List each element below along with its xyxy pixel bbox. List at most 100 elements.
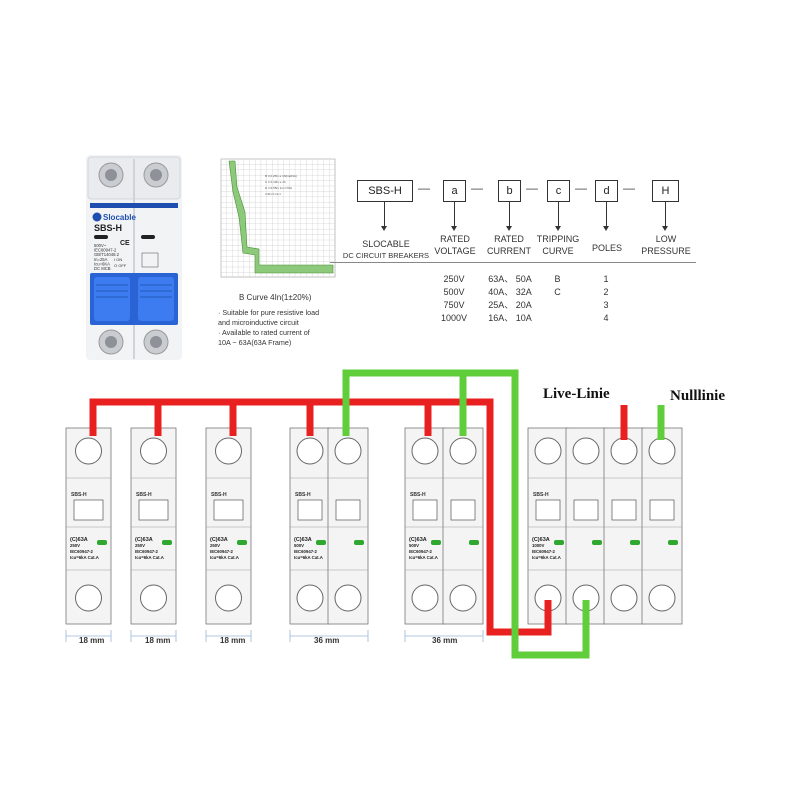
module-spec-line: 250V: [135, 543, 145, 548]
spec-line: GB/T14048.2: [94, 252, 120, 257]
header-curve: TRIPPING CURVE: [532, 233, 584, 257]
terminal-screw-icon: [449, 437, 477, 465]
code-box-d: d: [595, 180, 618, 202]
terminal-screw-icon: [648, 437, 676, 465]
voltage-value: 1000V: [440, 313, 468, 323]
breaker-module: [442, 427, 484, 625]
code-box-h: H: [652, 180, 679, 202]
arrow-down-icon: [662, 202, 668, 231]
module-spec-line: IEC60947-2: [532, 549, 556, 554]
header-line1: LOW: [655, 234, 677, 244]
toggle-handle: [335, 499, 361, 521]
code-box-b: b: [498, 180, 521, 202]
header-line2: PRESSURE: [641, 246, 691, 256]
terminal-screw-icon: [140, 437, 167, 465]
terminal-screw-icon: [572, 437, 600, 465]
arrow-down-icon: [451, 202, 457, 231]
header-underline: [330, 262, 696, 263]
module-model-label: SBS-H: [136, 492, 152, 498]
terminal-screw-icon: [411, 437, 439, 465]
terminal-screw-icon: [334, 584, 362, 612]
wires: [89, 369, 665, 659]
module-model-label: SBS-H: [533, 492, 549, 498]
status-indicator: [469, 540, 479, 545]
live-line-label: Live-Linie: [543, 386, 610, 402]
spec-line: DC MCB: [94, 266, 111, 271]
module-model-label: SBS-H: [295, 492, 311, 498]
header-line2: VOLTAGE: [434, 246, 476, 256]
curve-value: B: [554, 274, 561, 284]
header-line1: POLES: [591, 243, 622, 253]
svg-text:C t=1.13In ≤ 1h: C t=1.13In ≤ 1h: [265, 180, 286, 184]
terminal-screw-icon: [534, 437, 562, 465]
module-spec-line: Icu=6kA Cat.A: [409, 555, 438, 560]
header-line1: TRIPPING: [536, 234, 580, 244]
module-spec-line: 1000V: [532, 543, 545, 548]
width-label: 36 mm: [314, 636, 340, 645]
arrow-down-icon: [506, 202, 512, 231]
toggle-handle: [450, 499, 476, 521]
poles-value: 3: [603, 300, 609, 310]
module-spec-line: IEC60947-2: [70, 549, 94, 554]
current-value: 40A、 32A: [488, 287, 532, 297]
module-spec-line: (C)63A: [210, 537, 228, 543]
terminal-screw-icon: [610, 584, 638, 612]
status-indicator: [316, 540, 326, 545]
module-spec-line: (C)63A: [532, 537, 550, 543]
note-line: · Suitable for pure resistive load: [218, 308, 320, 317]
code-separator: —: [471, 181, 483, 195]
module-spec-line: 250V: [210, 543, 220, 548]
note-line: 10A ~ 63A(63A Frame): [218, 338, 292, 347]
code-box-series: SBS-H: [357, 180, 413, 202]
note-line: and microinductive circuit: [218, 318, 299, 327]
terminal-screw-icon: [610, 437, 638, 465]
terminal-screw-icon: [215, 584, 242, 612]
header-line2: CURVE: [542, 246, 574, 256]
breaker-module: [327, 427, 369, 625]
module-model-label: SBS-H: [410, 492, 426, 498]
width-label: 18 mm: [145, 636, 171, 645]
module-spec-line: (C)63A: [294, 537, 312, 543]
terminal-screw-icon: [75, 437, 102, 465]
module-spec-line: 500V: [409, 543, 419, 548]
code-separator: —: [418, 181, 430, 195]
header-pressure: LOW PRESSURE: [636, 233, 696, 257]
dimension-lines: [65, 630, 484, 642]
terminal-screw-icon: [296, 584, 324, 612]
arrow-down-icon: [381, 202, 387, 231]
code-box-c: c: [547, 180, 570, 202]
module-spec-line: IEC60947-2: [294, 549, 318, 554]
model-text: SBS-H: [94, 223, 122, 233]
live-wire: [89, 398, 552, 636]
terminal-screw-icon: [449, 584, 477, 612]
arrow-down-icon: [603, 202, 609, 231]
breaker-product-photo: Slocable SBS-H CE 500V~IEC60947-2GB/T140…: [86, 155, 182, 360]
status-indicator: [592, 540, 602, 545]
header-line2: DC CIRCUIT BREAKERS: [342, 251, 430, 260]
spec-lines: 500V~IEC60947-2GB/T14048.2In=25AIcu=6KAD…: [94, 243, 120, 271]
neutral-line-label: Nulllinie: [670, 388, 726, 404]
toggle-handle: [535, 499, 561, 521]
module-model-label: SBS-H: [71, 492, 87, 498]
arrow-down-icon: [555, 202, 561, 231]
spec-line: Icu=6KA: [94, 261, 110, 266]
terminal-screw-icon: [75, 584, 102, 612]
breaker-module: [603, 427, 645, 625]
toggle-handle: [213, 499, 244, 521]
spec-line: IEC60947-2: [94, 248, 117, 253]
toggle-handle: [412, 499, 438, 521]
terminal-screw-icon: [411, 584, 439, 612]
status-indicator: [668, 540, 678, 545]
header-voltage: RATED VOLTAGE: [430, 233, 480, 257]
current-value: 25A、 20A: [488, 300, 532, 310]
toggle-handle: [573, 499, 599, 521]
header-current: RATED CURRENT: [483, 233, 535, 257]
module-spec-line: IEC60947-2: [135, 549, 159, 554]
